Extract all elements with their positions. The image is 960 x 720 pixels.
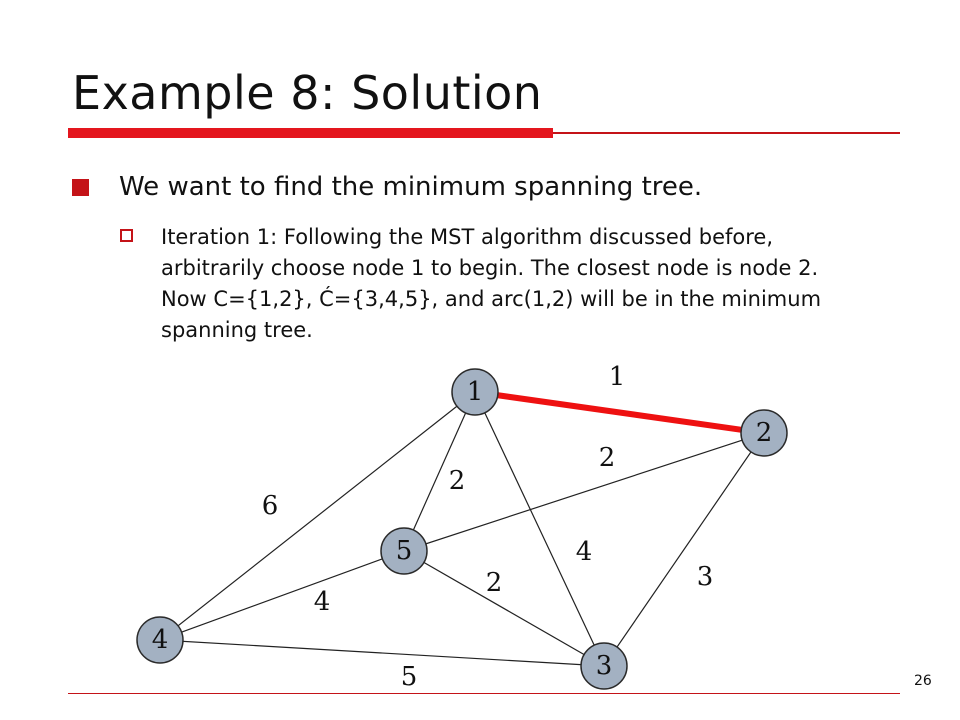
title-underline-bar (68, 128, 553, 138)
node-circle-1 (451, 368, 499, 416)
square-bullet-icon (72, 179, 89, 196)
graph-node-4: 4 (136, 616, 184, 664)
edge-weight-label-e23: 3 (697, 562, 714, 592)
bullet-sub-text: Iteration 1: Following the MST algorithm… (161, 225, 822, 342)
edge-e13 (474, 391, 605, 667)
edge-weight-label-e15: 2 (449, 466, 466, 496)
slide-title: Example 8: Solution (72, 66, 543, 120)
edge-e12-highlighted (474, 389, 765, 436)
edge-weight-label-e25: 2 (599, 443, 616, 473)
graph-node-5: 5 (380, 527, 428, 575)
node-circle-4 (136, 616, 184, 664)
node-circle-5 (380, 527, 428, 575)
footer-rule-line (68, 693, 900, 694)
node-circle-2 (740, 409, 788, 457)
edge-e54 (159, 550, 405, 641)
edge-e14 (159, 391, 476, 641)
edge-weight-label-e12: 1 (609, 362, 626, 392)
edge-e53 (403, 550, 605, 667)
node-label-3: 3 (596, 651, 613, 681)
edge-weight-label-e43: 5 (401, 662, 418, 692)
node-label-4: 4 (152, 625, 169, 655)
edge-weight-label-e14: 6 (262, 491, 279, 521)
bullet-sub: Iteration 1: Following the MST algorithm… (120, 222, 861, 346)
bullet-main-text: We want to find the minimum spanning tre… (119, 172, 703, 202)
node-circle-3 (580, 642, 628, 690)
bullet-main: We want to find the minimum spanning tre… (72, 172, 702, 202)
edge-weight-label-e53: 2 (486, 568, 503, 598)
node-label-2: 2 (756, 418, 773, 448)
title-rule-line (553, 132, 900, 134)
graph-node-2: 2 (740, 409, 788, 457)
edge-e43 (159, 639, 605, 667)
node-label-1: 1 (467, 377, 484, 407)
graph-node-1: 1 (451, 368, 499, 416)
edge-e23 (603, 432, 765, 667)
edge-weight-label-e54: 4 (314, 587, 331, 617)
node-layer: 1 2 3 4 5 (136, 368, 788, 690)
edge-weight-label-e13: 4 (576, 537, 593, 567)
graph-node-3: 3 (580, 642, 628, 690)
edge-layer (159, 389, 765, 667)
weight-label-layer: 1 6 2 4 2 3 2 4 5 (262, 362, 714, 692)
node-label-5: 5 (396, 536, 413, 566)
edge-e15 (403, 391, 476, 552)
edge-e25 (403, 432, 765, 552)
page-number: 26 (914, 673, 932, 689)
hollow-square-bullet-icon (120, 229, 133, 242)
